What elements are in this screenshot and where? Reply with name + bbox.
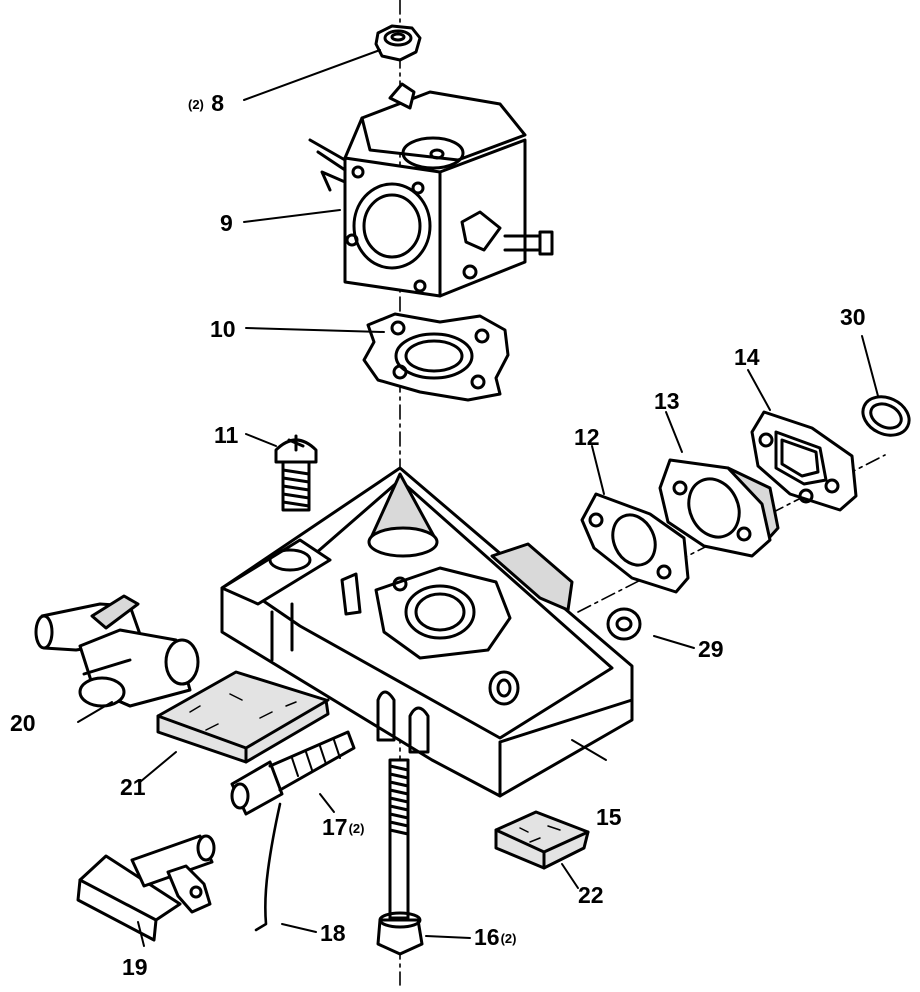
- label-part-14-number: 14: [734, 344, 760, 370]
- label-part-22: 22: [578, 884, 604, 907]
- part-16-bolt: [376, 758, 424, 956]
- part-17-screw: [230, 730, 356, 816]
- label-part-15: 15: [596, 806, 622, 829]
- label-part-9: 9: [220, 212, 233, 235]
- label-part-30-number: 30: [840, 304, 866, 330]
- label-part-13: 13: [654, 390, 680, 413]
- label-part-16: 16(2): [474, 926, 517, 949]
- label-part-8-qty: (2): [188, 97, 204, 112]
- part-22-filter: [494, 810, 590, 870]
- label-part-12-number: 12: [574, 424, 600, 450]
- label-part-12: 12: [574, 426, 600, 449]
- part-12-gasket: [580, 492, 690, 594]
- label-part-8-number: 8: [211, 90, 225, 116]
- label-part-21-number: 21: [120, 774, 146, 800]
- label-part-16-number: 16: [474, 924, 500, 950]
- label-part-19-number: 19: [122, 954, 148, 980]
- part-14-gasket: [750, 410, 858, 512]
- part-8-nut: [374, 24, 422, 62]
- label-part-15-number: 15: [596, 804, 622, 830]
- part-19-lever: [76, 834, 216, 942]
- label-part-17-number: 17: [322, 814, 348, 840]
- part-20-valve: [34, 594, 200, 708]
- label-part-21: 21: [120, 776, 146, 799]
- label-part-11: 11: [214, 424, 238, 447]
- label-part-14: 14: [734, 346, 760, 369]
- label-part-17-qty: (2): [348, 821, 365, 836]
- part-21-filter-pad: [156, 670, 330, 764]
- label-part-16-qty: (2): [500, 931, 517, 946]
- part-29-bushing: [606, 607, 642, 641]
- part-13-spacer: [658, 458, 780, 558]
- leader-lines: [77, 49, 879, 947]
- label-part-29-number: 29: [698, 636, 724, 662]
- part-15-housing: [220, 466, 634, 798]
- label-part-18-number: 18: [320, 920, 346, 946]
- label-part-18: 18: [320, 922, 346, 945]
- label-part-30: 30: [840, 306, 866, 329]
- label-part-13-number: 13: [654, 388, 680, 414]
- label-part-10-number: 10: [210, 316, 236, 342]
- label-part-19: 19: [122, 956, 148, 979]
- label-part-20: 20: [10, 712, 36, 735]
- part-9-carburetor: [308, 82, 554, 298]
- part-30-o-ring: [861, 395, 911, 437]
- part-10-gasket: [362, 312, 510, 402]
- label-part-10: 10: [210, 318, 236, 341]
- part-11-screw: [274, 434, 318, 512]
- part-18-spring: [254, 802, 282, 932]
- label-part-11-number: 11: [214, 422, 239, 448]
- label-part-22-number: 22: [578, 882, 604, 908]
- label-part-20-number: 20: [10, 710, 36, 736]
- label-part-9-number: 9: [220, 210, 233, 236]
- label-part-8: (2) 8: [187, 92, 224, 115]
- label-part-17: 17(2): [322, 816, 365, 839]
- label-part-29: 29: [698, 638, 724, 661]
